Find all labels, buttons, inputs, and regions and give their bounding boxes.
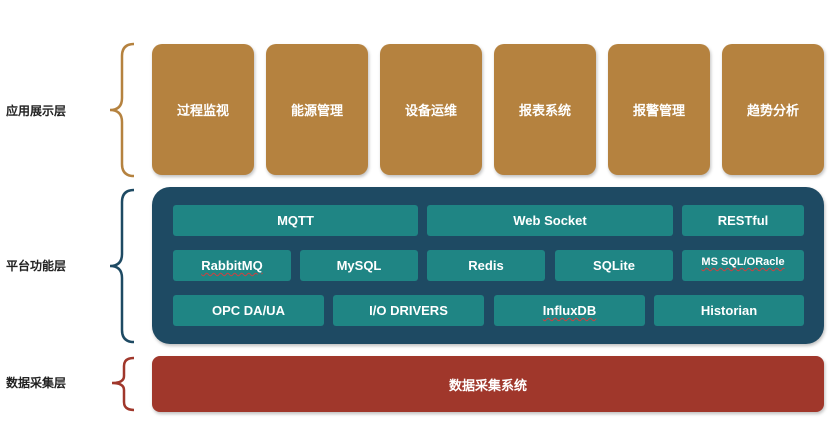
chip-restful: RESTful	[682, 205, 804, 236]
app-report-system: 报表系统	[494, 44, 596, 175]
app-alarm-management: 报警管理	[608, 44, 710, 175]
chip-rabbitmq-text: RabbitMQ	[201, 258, 263, 273]
acquisition-layer-label: 数据采集层	[6, 376, 67, 390]
chip-redis: Redis	[427, 250, 545, 281]
platform-bracket	[109, 188, 135, 344]
app-process-monitoring: 过程监视	[152, 44, 254, 175]
app-trend-analysis: 趋势分析	[722, 44, 824, 175]
chip-ms-sql-oracle: MS SQL/ORacle	[682, 250, 804, 281]
chip-influxdb-text: InfluxDB	[542, 303, 597, 318]
chip-web-socket: Web Socket	[427, 205, 673, 236]
chip-io-drivers: I/O DRIVERS	[333, 295, 484, 326]
chip-influxdb: InfluxDB	[494, 295, 645, 326]
chip-sqlite: SQLite	[555, 250, 673, 281]
application-layer-label: 应用展示层	[6, 104, 67, 118]
chip-mqtt: MQTT	[173, 205, 418, 236]
chip-ms-sql-oracle-text: MS SQL/ORacle	[701, 256, 785, 268]
app-energy-management: 能源管理	[266, 44, 368, 175]
platform-panel: MQTT Web Socket RESTful RabbitMQ MySQL R…	[152, 187, 824, 344]
chip-mysql: MySQL	[300, 250, 418, 281]
application-bracket	[109, 42, 135, 178]
app-equipment-maintenance: 设备运维	[380, 44, 482, 175]
acquisition-system-box: 数据采集系统	[152, 356, 824, 412]
platform-layer-label: 平台功能层	[6, 259, 67, 273]
chip-historian: Historian	[654, 295, 804, 326]
chip-opc-da-ua: OPC DA/UA	[173, 295, 324, 326]
chip-rabbitmq: RabbitMQ	[173, 250, 291, 281]
acquisition-bracket	[111, 356, 135, 412]
